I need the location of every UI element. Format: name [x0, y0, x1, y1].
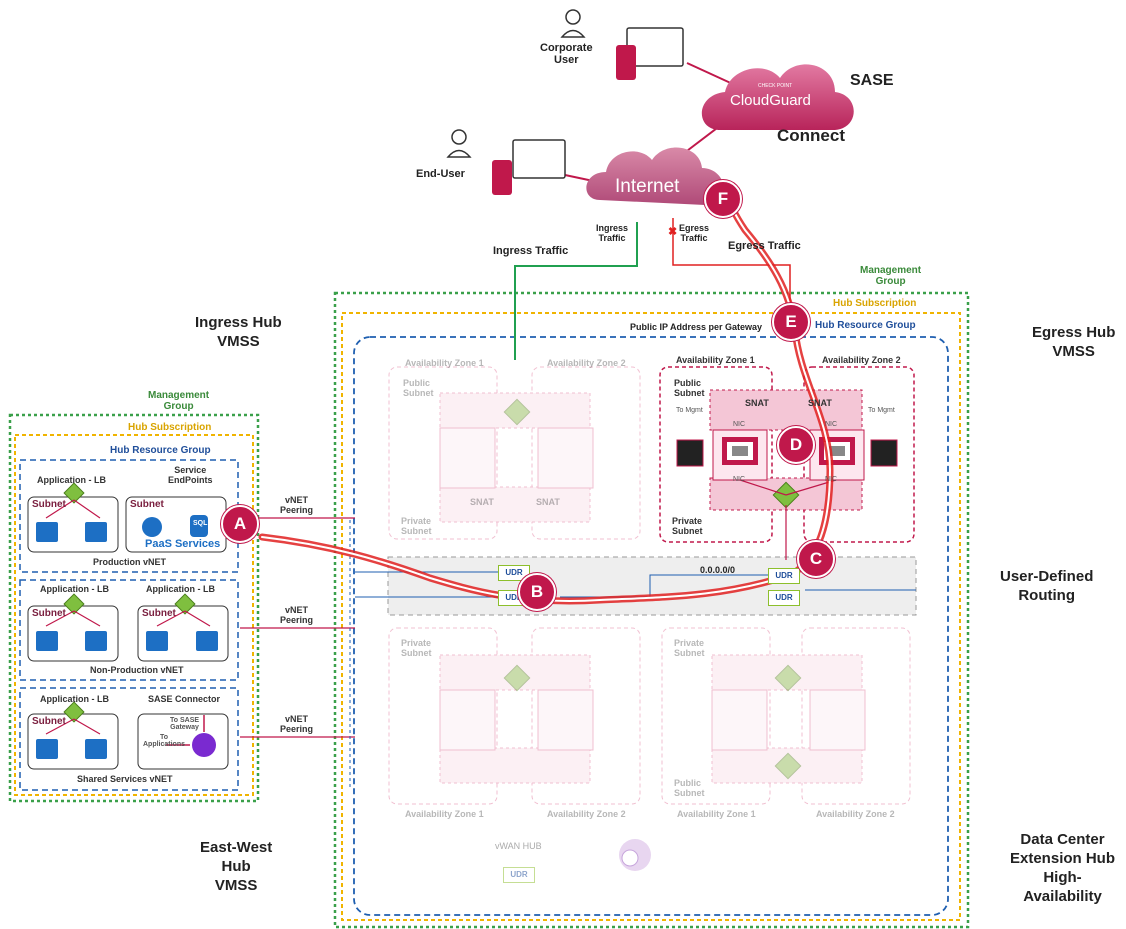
vm-icon-ss1	[36, 739, 58, 759]
left-mgmt-group-border	[8, 413, 260, 803]
ingress-hub-label: Ingress Hub VMSS	[195, 314, 282, 350]
egress-snat-2: SNAT	[808, 398, 832, 408]
right-rg-border	[353, 336, 949, 916]
badge-d: D	[777, 426, 815, 464]
internet-label: Internet	[615, 176, 680, 197]
vwan-hub-label: vWAN HUB	[495, 841, 542, 851]
vm-icon-np1	[36, 631, 58, 651]
az-label-tr2: Availability Zone 2	[822, 355, 901, 365]
az-label-tl1: Availability Zone 1	[405, 358, 484, 368]
vwan-udr: UDR	[503, 867, 535, 883]
egress-public-subnet: Public Subnet	[674, 378, 705, 398]
ss-app-lb: Application - LB	[40, 694, 109, 704]
egress-hub-label: Egress Hub VMSS	[1032, 324, 1116, 360]
badge-c: C	[797, 540, 835, 578]
az-label-tl2: Availability Zone 2	[547, 358, 626, 368]
az-label-br2: Availability Zone 2	[816, 809, 895, 819]
internet-cloud	[586, 147, 724, 205]
badge-e: E	[772, 303, 810, 341]
dc-private-subnet: Private Subnet	[674, 638, 705, 658]
right-subscription-border	[341, 312, 961, 921]
connect-label: Connect	[777, 126, 845, 145]
left-mgmt-group-label: Management Group	[148, 390, 210, 412]
egress-nic-2: NIC	[825, 421, 838, 428]
left-subscription-label: Hub Subscription	[128, 422, 212, 433]
badge-f: F	[704, 180, 742, 218]
blocked-x-icon: ✖	[668, 226, 678, 238]
ss-subnet-1: Subnet	[32, 716, 66, 727]
prod-subnet-2: Subnet	[130, 499, 164, 510]
cloudguard-label: CloudGuard	[730, 92, 811, 109]
egress-traffic-small: Egress Traffic	[679, 223, 710, 243]
np-app-lb-2: Application - LB	[146, 584, 215, 594]
non-production-vnet-label: Non-Production vNET	[90, 665, 184, 675]
az-label-bl1: Availability Zone 1	[405, 809, 484, 819]
az-label-br1: Availability Zone 1	[677, 809, 756, 819]
end-user-label: End-User	[416, 168, 465, 180]
paas-label: PaaS Services	[145, 538, 221, 550]
udr-label: User-Defined Routing	[1000, 568, 1094, 604]
cloudguard-cloud	[701, 64, 854, 130]
egress-private-subnet: Private Subnet	[672, 516, 703, 536]
vm-icon-np4	[196, 631, 218, 651]
cloudguard-small-label: CHECK POINT	[758, 83, 793, 89]
public-ip-label: Public IP Address per Gateway	[630, 322, 763, 332]
left-subscription-border	[14, 434, 254, 796]
badge-b: B	[518, 573, 556, 611]
left-rg-label: Hub Resource Group	[110, 445, 211, 456]
egress-nic-3: NIC	[733, 476, 746, 483]
shared-services-vnet-label: Shared Services vNET	[77, 774, 173, 784]
egress-to-mgmt-2: To Mgmt	[868, 407, 895, 414]
ew-private-subnet: Private Subnet	[401, 638, 432, 658]
service-endpoints: Service EndPoints	[168, 465, 213, 485]
np-subnet-1: Subnet	[32, 608, 66, 619]
udr-box-4: UDR	[768, 590, 800, 606]
egress-nic-1: NIC	[733, 421, 746, 428]
dc-public-subnet: Public Subnet	[674, 778, 705, 798]
badge-a: A	[221, 505, 259, 543]
vnet-peering-1: vNET Peering	[280, 495, 314, 515]
ingress-traffic-small: Ingress Traffic	[596, 223, 629, 243]
sase-connector-label: SASE Connector	[148, 694, 221, 704]
egress-traffic-label: Egress Traffic	[728, 240, 801, 252]
production-vnet-label: Production vNET	[93, 557, 167, 567]
prod-app-lb: Application - LB	[37, 475, 106, 485]
ingress-private-subnet: Private Subnet	[401, 516, 432, 536]
sase-label: SASE	[850, 72, 894, 89]
east-west-label: East-West Hub VMSS	[200, 839, 273, 894]
to-applications: To Applications	[143, 734, 186, 748]
udr-box-3: UDR	[768, 568, 800, 584]
ingress-public-subnet: Public Subnet	[403, 378, 434, 398]
corporate-user-label: Corporate User	[540, 42, 593, 66]
vm-icon-p1	[36, 522, 58, 542]
sql-label: SQL	[193, 520, 208, 527]
dc-extension-label: Data Center Extension Hub High- Availabi…	[1010, 831, 1116, 905]
right-mgmt-group-border	[333, 291, 970, 929]
vm-icon-np3	[146, 631, 168, 651]
np-app-lb-1: Application - LB	[40, 584, 109, 594]
ingress-snat-2: SNAT	[536, 497, 560, 507]
vm-icon-ss2	[85, 739, 107, 759]
egress-to-mgmt-1: To Mgmt	[676, 407, 703, 414]
egress-nic-4: NIC	[825, 476, 838, 483]
non-production-vnet-box	[19, 579, 239, 681]
vm-icon-np2	[85, 631, 107, 651]
prod-subnet-1: Subnet	[32, 499, 66, 510]
udr-box-1: UDR	[498, 565, 530, 581]
right-rg-label: Hub Resource Group	[815, 320, 916, 331]
egress-snat-1: SNAT	[745, 398, 769, 408]
np-subnet-2: Subnet	[142, 608, 176, 619]
right-mgmt-group-label: Management Group	[860, 265, 922, 287]
ingress-snat-1: SNAT	[470, 497, 494, 507]
vnet-peering-2: vNET Peering	[280, 605, 314, 625]
right-subscription-label: Hub Subscription	[833, 298, 917, 309]
vm-icon-p2	[85, 522, 107, 542]
to-sase-gateway: To SASE Gateway	[170, 717, 200, 731]
az-label-bl2: Availability Zone 2	[547, 809, 626, 819]
vnet-peering-3: vNET Peering	[280, 714, 314, 734]
az-label-tr1: Availability Zone 1	[676, 355, 755, 365]
ingress-traffic-label: Ingress Traffic	[493, 245, 569, 257]
route-0000-label: 0.0.0.0/0	[700, 565, 736, 575]
